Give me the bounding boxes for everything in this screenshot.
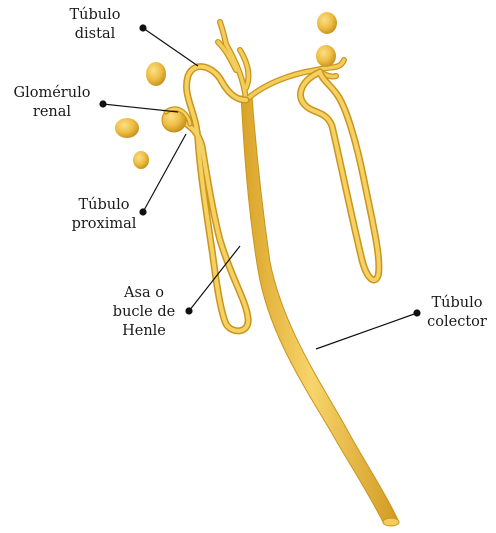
- label-asa-henle-line3: Henle: [102, 322, 186, 341]
- label-tubulo-distal-line2: distal: [50, 25, 140, 44]
- label-tubulo-proximal: Túbulo proximal: [64, 196, 144, 234]
- leader-tubulo-colector: [316, 313, 417, 349]
- label-asa-henle: Asa o bucle de Henle: [102, 284, 186, 341]
- label-asa-henle-line2: bucle de: [102, 303, 186, 322]
- leader-tubulo-distal: [143, 28, 198, 66]
- label-tubulo-colector-line2: colector: [420, 313, 494, 332]
- left-nephron-tubule: [184, 67, 248, 331]
- collecting-duct: [241, 96, 399, 526]
- label-glomerulo-renal-line2: renal: [2, 103, 102, 122]
- label-tubulo-colector: Túbulo colector: [420, 294, 494, 332]
- label-glomerulo-renal-line1: Glomérulo: [2, 84, 102, 103]
- leader-tubulo-proximal: [143, 134, 186, 212]
- label-tubulo-distal: Túbulo distal: [50, 6, 140, 44]
- label-tubulo-proximal-line2: proximal: [64, 215, 144, 234]
- label-tubulo-colector-line1: Túbulo: [420, 294, 494, 313]
- label-tubulo-distal-line1: Túbulo: [50, 6, 140, 25]
- right-nephron-tubule: [301, 72, 379, 280]
- leader-glomerulo-renal: [103, 104, 178, 112]
- label-tubulo-proximal-line1: Túbulo: [64, 196, 144, 215]
- label-glomerulo-renal: Glomérulo renal: [2, 84, 102, 122]
- label-asa-henle-line1: Asa o: [102, 284, 186, 303]
